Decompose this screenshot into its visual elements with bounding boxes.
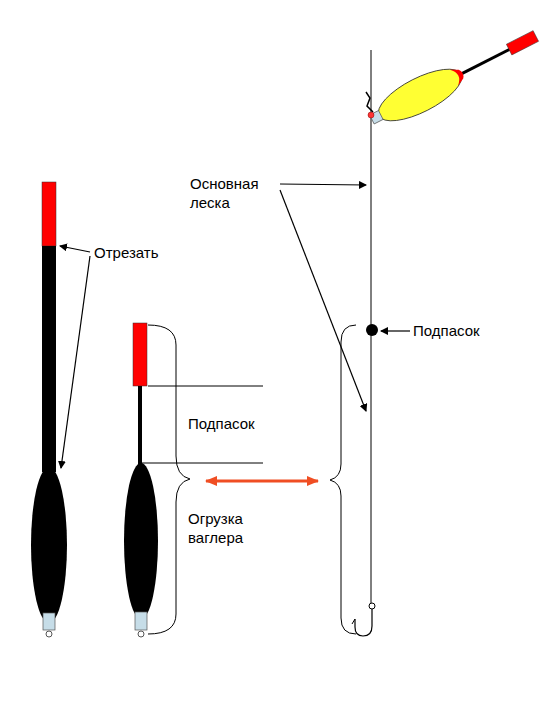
main-line-rig bbox=[352, 21, 540, 636]
cut-leader-lines bbox=[60, 246, 90, 468]
shot-length-label: Подпасок bbox=[188, 414, 288, 433]
shot-dot bbox=[366, 324, 378, 336]
label-leader-lines bbox=[280, 184, 410, 411]
weighting-label: Огрузка ваглера bbox=[188, 509, 270, 547]
dimension-lines bbox=[142, 325, 356, 634]
cut-label: Отрезать bbox=[94, 243, 174, 262]
cut-waggler bbox=[124, 323, 158, 637]
uncut-waggler bbox=[31, 182, 67, 637]
main-line-label: Основная леска bbox=[190, 174, 282, 212]
orange-double-arrow bbox=[206, 480, 318, 483]
shot-label: Подпасок bbox=[413, 321, 513, 340]
